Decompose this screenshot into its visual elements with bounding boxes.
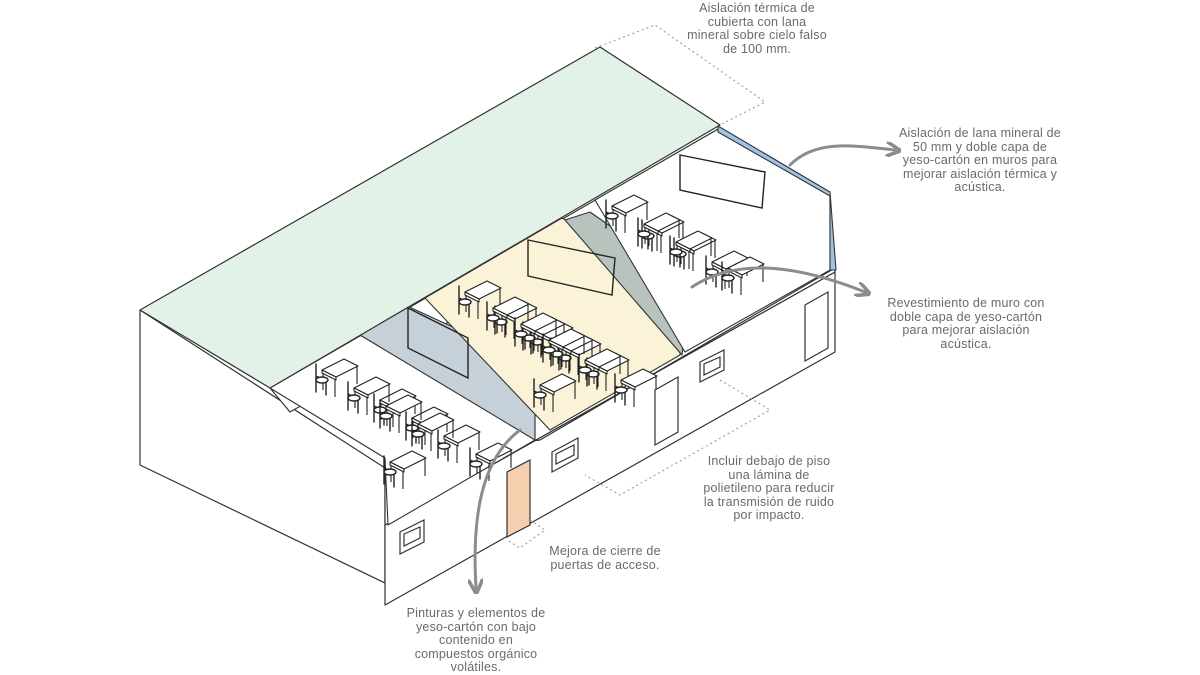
annotation-floor-sheet: Incluir debajo de piso una lámina de pol… — [684, 454, 854, 523]
annotation-line: polietileno para reducir — [703, 481, 835, 496]
window-icon — [551, 436, 579, 474]
chair-icon — [514, 317, 528, 350]
desk-icon — [389, 450, 427, 489]
chair-icon — [605, 199, 619, 232]
desk-icon — [443, 424, 481, 463]
annotation-line: acústica. — [954, 180, 1006, 195]
chair-icon — [315, 363, 329, 396]
chair-icon — [669, 235, 683, 268]
blackboard-icon — [407, 306, 469, 380]
desk-icon — [548, 328, 586, 367]
desk-icon — [321, 358, 359, 397]
door-icon — [804, 290, 829, 363]
annotation-door-seal: Mejora de cierre de puertas de acceso. — [535, 544, 675, 572]
door-leader — [506, 519, 546, 549]
annotation-line: Revestimiento de muro con — [887, 296, 1045, 310]
annotation-paints: Pinturas y elementos de yeso-cartón con … — [388, 606, 564, 675]
annotation-wall-lining: Revestimiento de muro con doble capa de … — [868, 296, 1064, 351]
annotation-line: Mejora de cierre de — [549, 544, 661, 558]
annotation-line: yeso-cartón con bajo — [415, 619, 537, 634]
desk-icon — [520, 312, 558, 351]
annotation-line: para mejorar aislación — [902, 323, 1030, 338]
door-icon — [654, 375, 679, 447]
annotation-roof-insulation: Aislación térmica de cubierta con lana m… — [662, 1, 852, 56]
window-icon — [699, 349, 725, 383]
window-icon — [399, 519, 425, 555]
desk-icon — [675, 230, 713, 269]
annotation-line: puertas de acceso. — [550, 557, 660, 572]
blue-wall — [717, 125, 837, 271]
annotation-line: una lámina de — [728, 467, 810, 482]
annotation-line: yeso-cartón en muros para — [902, 153, 1058, 168]
annotation-line: mejorar aislación térmica y — [902, 166, 1058, 181]
desk-icon — [643, 212, 681, 251]
floor-leader — [584, 379, 772, 496]
blackboard-icon — [679, 154, 766, 209]
door-icon — [506, 459, 531, 538]
chair-icon — [458, 285, 472, 318]
desk-icon — [417, 412, 455, 451]
desk-icon — [353, 376, 391, 415]
blackboard-icon — [527, 239, 616, 296]
chair-icon — [578, 353, 592, 386]
roof-leader — [594, 24, 767, 126]
desk-icon — [464, 280, 502, 319]
openings — [399, 290, 829, 555]
leader-outlines — [506, 24, 772, 549]
annotation-line: Pinturas y elementos de — [406, 606, 546, 620]
annotation-line: acústica. — [940, 336, 992, 351]
desk-icon — [584, 348, 622, 387]
chair-icon — [542, 333, 556, 366]
annotation-line: por impacto. — [733, 508, 805, 523]
annotation-line: compuestos orgánico — [414, 646, 538, 661]
chair-icon — [347, 381, 361, 414]
classroom-furniture — [315, 194, 765, 489]
chair-icon — [411, 417, 425, 450]
annotation-line: volátiles. — [450, 660, 502, 675]
chair-icon — [379, 399, 393, 432]
annotation-line: cubierta con lana — [707, 14, 807, 29]
chair-icon — [437, 429, 451, 462]
arrow-icon — [788, 146, 895, 167]
arrow-icon — [475, 428, 522, 588]
annotation-line: la transmisión de ruido — [703, 494, 835, 509]
annotation-line: Incluir debajo de piso — [707, 454, 831, 468]
annotation-line: 50 mm y doble capa de — [912, 139, 1048, 154]
chair-icon — [614, 373, 628, 406]
chair-icon — [486, 301, 500, 334]
arrow-icon — [690, 266, 865, 292]
annotation-line: Aislación de lana mineral de — [899, 126, 1061, 140]
roof-panel — [139, 46, 721, 389]
chair-icon — [721, 261, 735, 294]
annotation-line: Aislación térmica de — [699, 1, 815, 15]
annotation-line: de 100 mm. — [722, 41, 791, 56]
annotation-line: contenido en — [439, 633, 513, 648]
chair-icon — [533, 378, 547, 411]
blackboards — [407, 154, 766, 380]
desk-icon — [611, 194, 649, 233]
annotation-line: doble capa de yeso-cartón — [889, 309, 1043, 324]
chair-icon — [469, 447, 483, 480]
chair-icon — [383, 455, 397, 488]
annotation-line: mineral sobre cielo falso — [687, 28, 827, 43]
annotation-wall-insulation: Aislación de lana mineral de 50 mm y dob… — [880, 126, 1080, 195]
chair-icon — [637, 217, 651, 250]
annotation-arrows — [475, 146, 895, 588]
